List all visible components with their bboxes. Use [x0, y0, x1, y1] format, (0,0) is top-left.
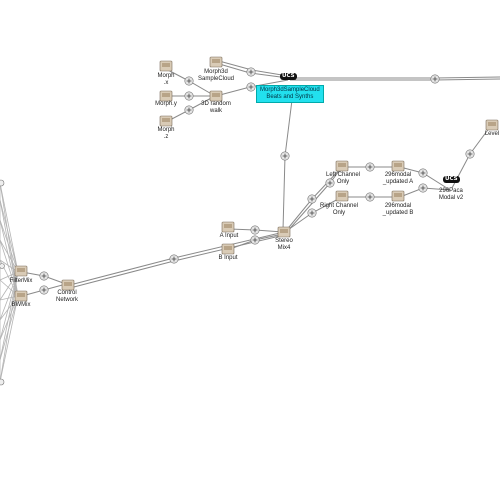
node-label-bw-mix: BWMix	[11, 302, 31, 308]
a-input-icon	[221, 221, 235, 233]
random-walk-icon	[209, 90, 223, 102]
control-network-icon	[61, 279, 75, 291]
node-label-morph3d-sample-cloud: Morph3d SampleCloud	[197, 69, 235, 82]
node-label-b-input: B Input	[218, 255, 238, 261]
node-label-modal-b: 296modal _updated B	[382, 203, 414, 216]
modal-b-icon	[391, 190, 405, 202]
modal-a-icon	[391, 160, 405, 172]
bw-mix-icon	[14, 290, 28, 302]
node-label-a-input: A Input	[219, 233, 239, 239]
node-label-random-walk: 3D random walk	[201, 101, 231, 114]
morph-x-icon	[159, 60, 173, 72]
node-label-morph-z: Morph .z	[157, 127, 175, 140]
stereo-mix-icon	[277, 226, 291, 238]
node-label-morph-y: Morph.y	[155, 101, 177, 107]
morph-y-icon	[159, 90, 173, 102]
ucs-badge-right: UCS	[443, 176, 460, 183]
level-icon	[485, 119, 499, 131]
node-label-sample-cloud-beats[interactable]: Morph3dSampleCloud Beats and Synths	[256, 85, 324, 103]
node-label-control-network: Control Network	[55, 290, 79, 303]
ucs-badge-top: UCS	[280, 73, 297, 80]
node-label-stereo-mix: Stereo Mix4	[275, 238, 293, 251]
node-label-filter-mix: FilterMix	[9, 278, 33, 284]
filter-mix-icon	[14, 265, 28, 277]
node-label-level: Level	[484, 131, 500, 137]
morph3d-sample-cloud-icon	[209, 56, 223, 68]
left-fan-wires	[0, 182, 19, 383]
node-label-right-channel: Right Channel Only	[319, 203, 359, 216]
left-channel-icon	[335, 160, 349, 172]
right-channel-icon	[335, 190, 349, 202]
b-input-icon	[221, 243, 235, 255]
node-label-morph-x: Morph .x	[157, 73, 175, 86]
morph-z-icon	[159, 115, 173, 127]
node-label-modal-a: 296modal _updated A	[382, 172, 414, 185]
node-label-left-channel: Left Channel Only	[325, 172, 361, 185]
node-label-paca-modal: 296Paca Modal v2	[438, 188, 464, 201]
left-edge-ports[interactable]	[0, 179, 5, 386]
